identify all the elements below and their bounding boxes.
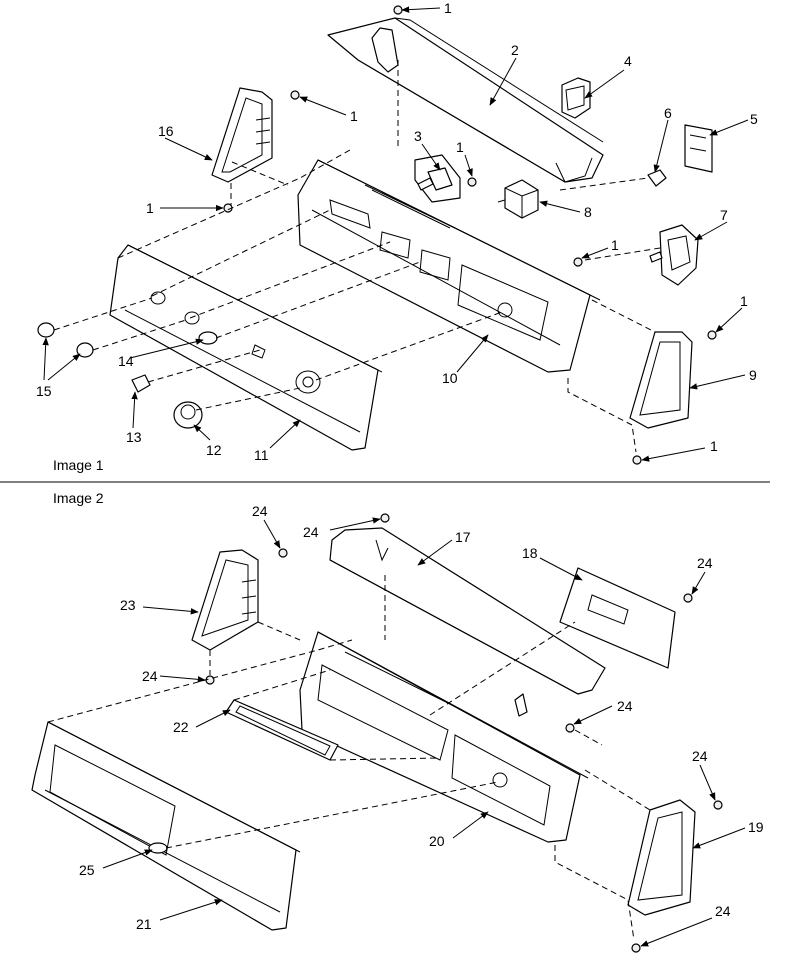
callout-18: 18 <box>522 545 538 561</box>
part-4-relay <box>561 77 591 119</box>
callout-24g: 24 <box>715 903 731 919</box>
part-11-front-panel <box>109 244 383 451</box>
callout-1g: 1 <box>710 438 718 454</box>
callout-13: 13 <box>126 429 142 445</box>
callout-11: 11 <box>254 447 269 463</box>
image1-diagram: 1 1 1 1 1 1 1 2 3 4 5 6 7 8 9 10 11 12 1… <box>36 0 758 473</box>
callout-12: 12 <box>206 442 222 458</box>
callout-1e: 1 <box>611 237 619 253</box>
part-6-clip <box>647 169 667 187</box>
callout-15: 15 <box>36 383 52 399</box>
part-7-timer <box>649 224 699 286</box>
callout-24c: 24 <box>697 555 713 571</box>
callout-5: 5 <box>750 111 758 127</box>
part-9-right-endcap <box>629 331 693 429</box>
callout-8: 8 <box>584 204 592 220</box>
image2-guide-lines <box>47 575 651 941</box>
callout-14: 14 <box>118 353 134 369</box>
callout-4: 4 <box>624 53 632 69</box>
callout-24e: 24 <box>617 698 633 714</box>
part-23-left-endcap <box>191 549 259 651</box>
part-2-console-cap <box>327 17 604 183</box>
part-22-window <box>225 699 339 761</box>
image1-guide-lines <box>53 60 661 453</box>
callout-24d: 24 <box>142 668 158 684</box>
image2-diagram: Image 2 <box>31 490 764 953</box>
part-8-cube <box>497 179 539 219</box>
callout-24f: 24 <box>692 748 708 764</box>
callout-16: 16 <box>158 123 174 139</box>
part-10-backplate <box>297 159 601 373</box>
part-18-display-board <box>559 567 676 669</box>
callout-19: 19 <box>748 819 764 835</box>
image1-callouts: 1 1 1 1 1 1 1 2 3 4 5 6 7 8 9 10 11 12 1… <box>36 0 758 463</box>
image1-title: Image 1 <box>53 457 104 473</box>
callout-9: 9 <box>749 367 757 383</box>
callout-24a: 24 <box>252 503 268 519</box>
part-17-console-cap <box>329 527 606 695</box>
part-1-screws <box>223 5 717 465</box>
callout-3: 3 <box>414 128 422 144</box>
callout-24b: 24 <box>303 524 319 540</box>
part-5-board <box>684 124 713 173</box>
image2-title: Image 2 <box>53 490 104 506</box>
part-12-dial <box>173 401 203 429</box>
callout-1b: 1 <box>350 108 358 124</box>
callout-1c: 1 <box>456 139 464 155</box>
part-24-screws <box>205 513 723 953</box>
callout-1f: 1 <box>740 293 748 309</box>
callout-10: 10 <box>442 370 458 386</box>
image1-leaders <box>42 6 749 462</box>
callout-1d: 1 <box>146 200 154 216</box>
callout-7: 7 <box>720 207 728 223</box>
callout-21: 21 <box>136 916 152 932</box>
callout-17: 17 <box>455 529 471 545</box>
part-14-button <box>198 331 218 345</box>
part-13-clip <box>131 374 151 393</box>
callout-2: 2 <box>511 42 519 58</box>
callout-22: 22 <box>173 719 189 735</box>
callout-6: 6 <box>664 105 672 121</box>
callout-23: 23 <box>120 597 136 613</box>
callout-25: 25 <box>79 862 95 878</box>
part-3-switch <box>414 154 461 203</box>
callout-20: 20 <box>429 833 445 849</box>
part-21-front-panel <box>31 721 301 931</box>
callout-1a: 1 <box>444 0 452 16</box>
part-19-right-endcap <box>627 799 696 916</box>
image2-callouts: 24 24 24 24 24 24 24 17 18 19 20 21 22 2… <box>79 503 764 932</box>
image2-leaders <box>102 517 746 947</box>
part-16-left-endcap <box>211 87 273 183</box>
